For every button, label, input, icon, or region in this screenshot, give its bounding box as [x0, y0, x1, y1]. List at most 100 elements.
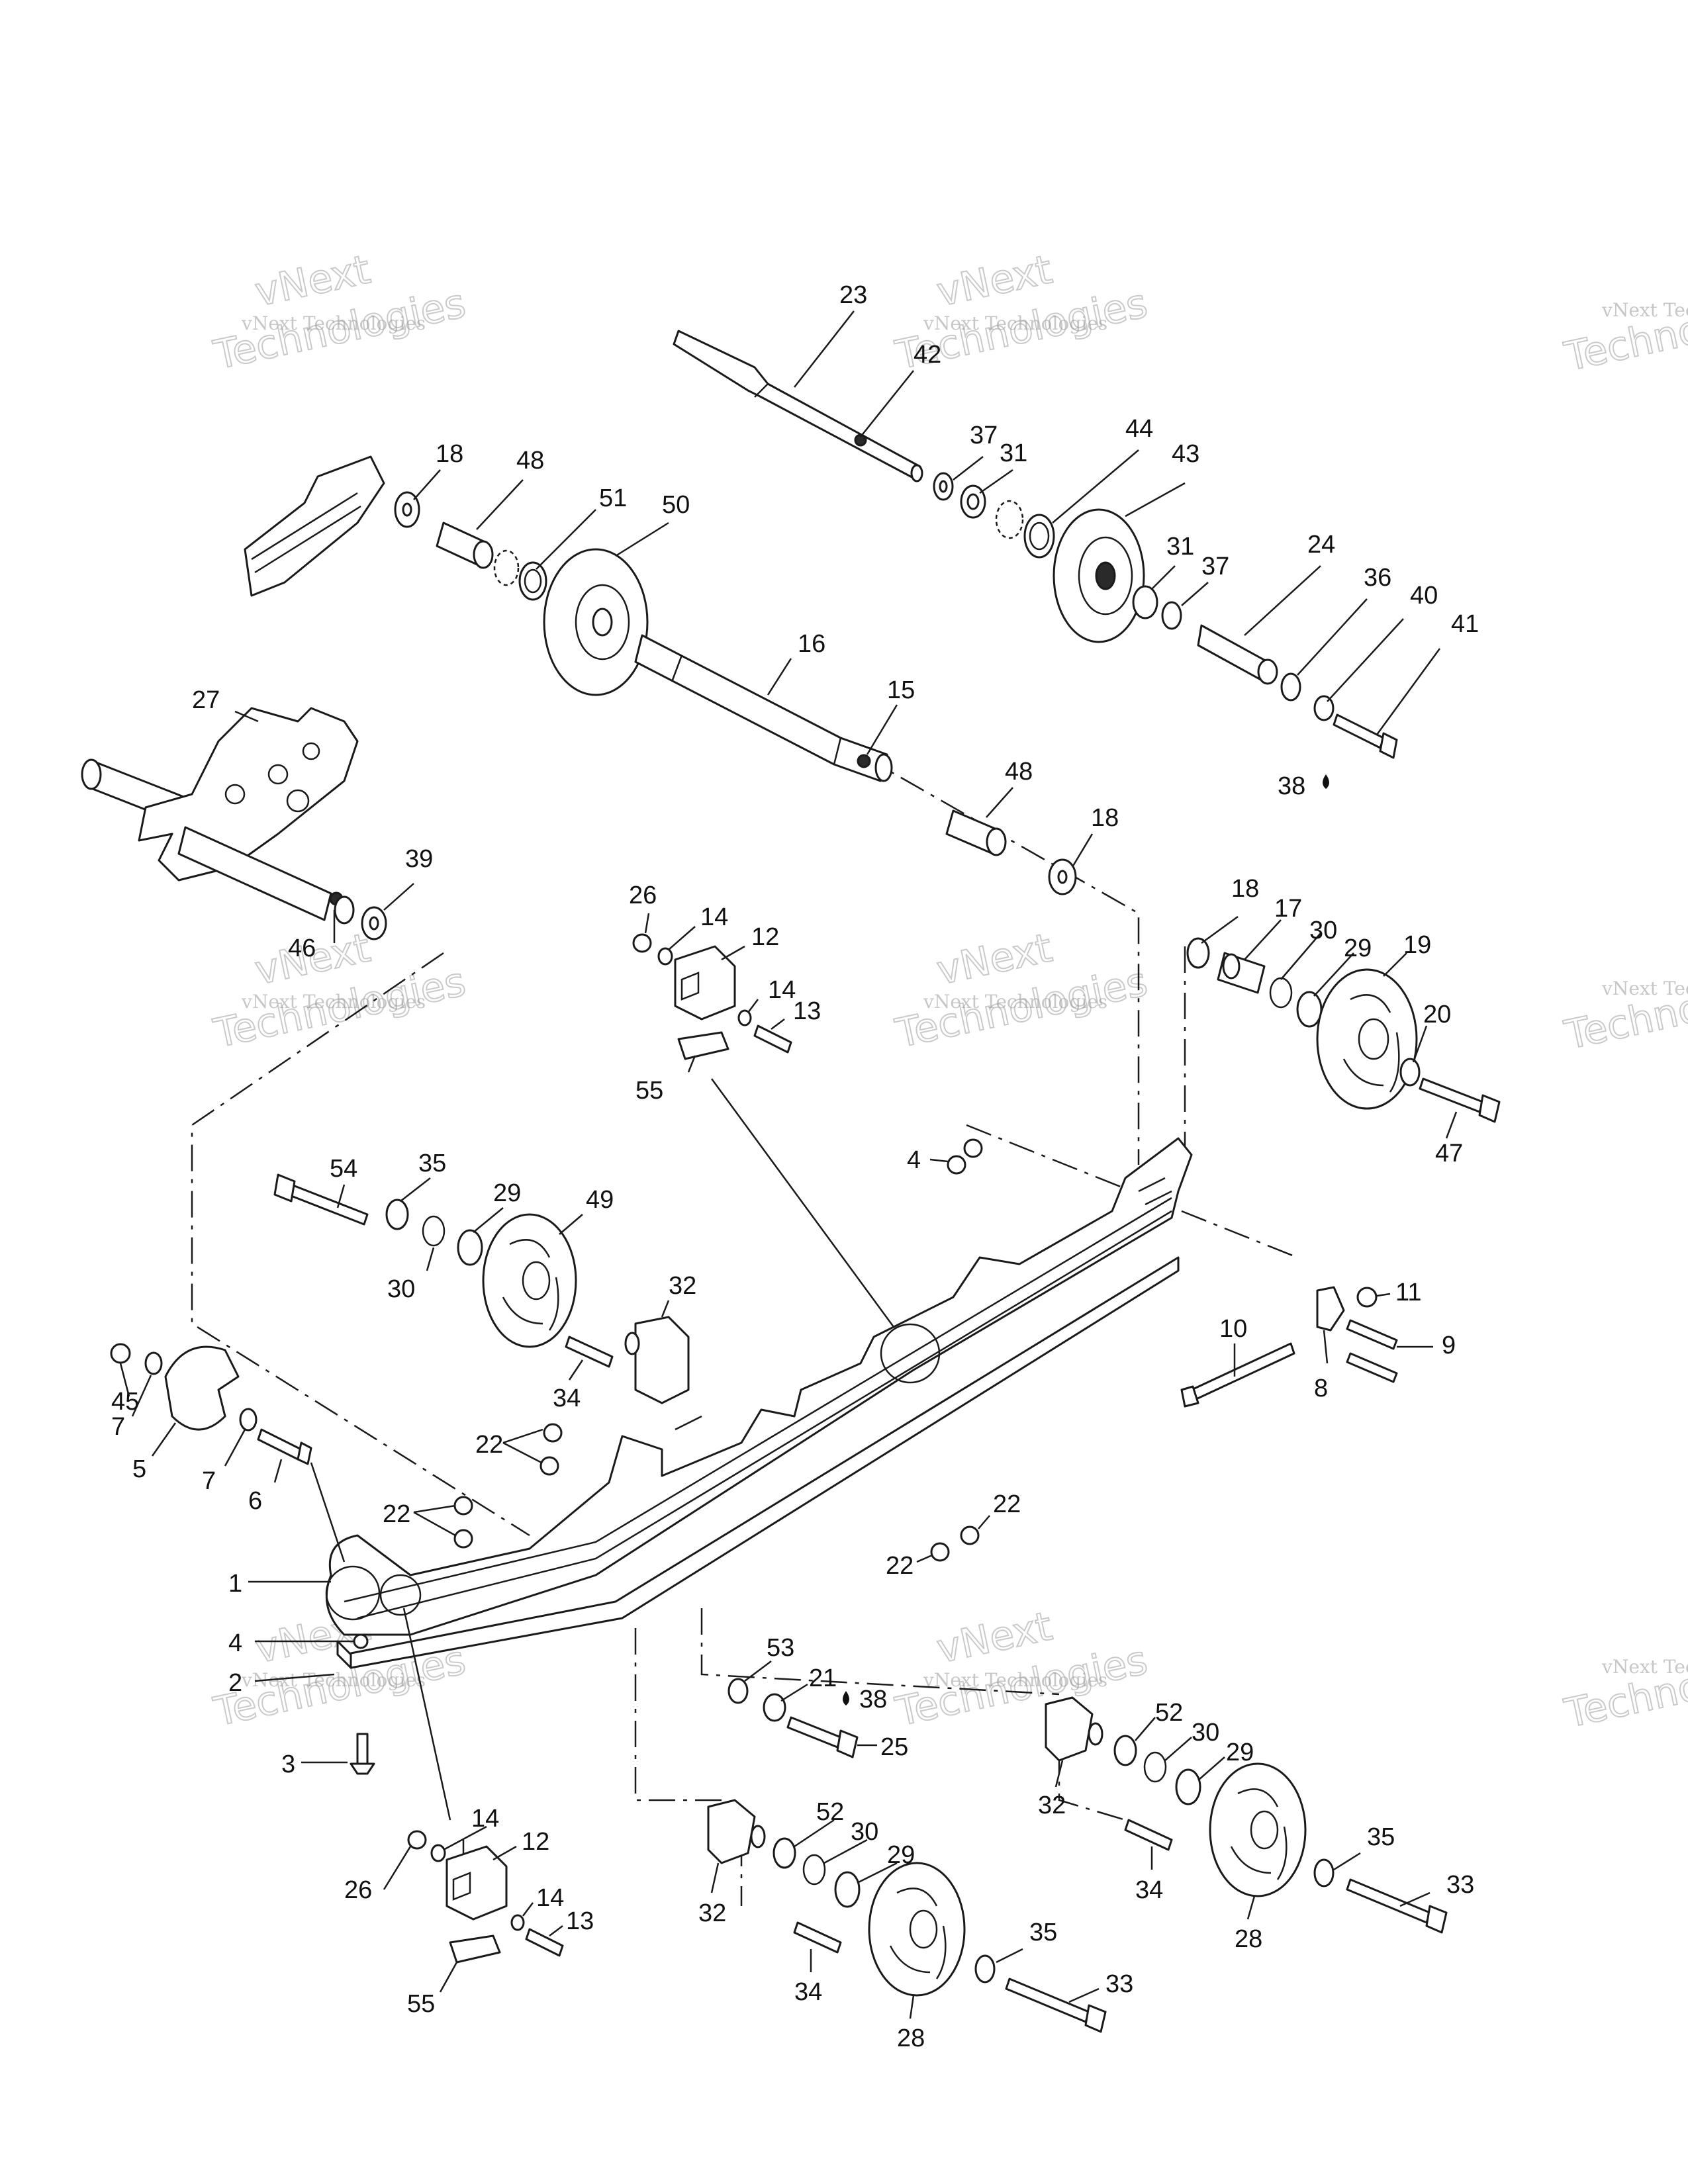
screw-head [350, 1762, 375, 1775]
upper-front-axle-assembly [244, 455, 1077, 895]
callout-26-b: 26 [344, 1876, 372, 1904]
callout-48: 48 [516, 447, 544, 475]
callout-13-b: 13 [566, 1907, 594, 1935]
callout-14-b: 14 [768, 976, 796, 1004]
callout-32-c: 32 [698, 1899, 726, 1927]
callout-34-b: 34 [1135, 1876, 1163, 1904]
retaining-ring [995, 500, 1024, 539]
washer-hole [1057, 870, 1068, 884]
rail-bracket [244, 455, 385, 597]
callout-35-b: 35 [1367, 1823, 1395, 1851]
wheel [868, 1862, 966, 1997]
bolt-head [1084, 2004, 1107, 2033]
nut [930, 1542, 950, 1562]
callout-33-b: 33 [1105, 1970, 1133, 1998]
callout-47: 47 [1435, 1140, 1463, 1167]
stopper [164, 1345, 240, 1431]
adjuster-bracket [1316, 1286, 1345, 1332]
watermark-sub-edge: Technologies [1561, 282, 1688, 381]
slider-block [674, 945, 736, 1021]
nut [539, 1456, 559, 1476]
watermark-text: vNext Technologies [923, 312, 1107, 334]
callout-29-d: 29 [887, 1841, 915, 1869]
stub-axle [750, 1825, 766, 1848]
callout-14-d: 14 [536, 1884, 564, 1912]
callout-9: 9 [1442, 1332, 1456, 1359]
bushing [1132, 585, 1158, 619]
slide-rail-body [325, 1137, 1193, 1636]
assembly-centerlines [191, 753, 1298, 1906]
wheel [1209, 1762, 1307, 1897]
nut [453, 1496, 473, 1516]
washer [974, 1954, 996, 1983]
slide-rail [325, 1137, 1193, 1669]
callout-22-d: 22 [886, 1552, 914, 1580]
callout-38-b: 38 [859, 1686, 887, 1713]
watermark-text-edge: vNext Technologies [1601, 1656, 1688, 1678]
wheel-hub [909, 1909, 938, 1949]
callout-7: 7 [111, 1413, 125, 1441]
adjuster-bolt [1190, 1342, 1295, 1401]
callout-52: 52 [1155, 1699, 1183, 1727]
callout-32: 32 [669, 1272, 696, 1300]
callout-25: 25 [880, 1733, 908, 1761]
bearing [1175, 1768, 1201, 1805]
callout-32-b: 32 [1038, 1792, 1066, 1819]
bearing [457, 1229, 483, 1266]
watermark-text: vNext Technologies [923, 1669, 1107, 1691]
cross-shaft-end [81, 758, 102, 790]
washer [727, 1678, 749, 1704]
callout-2: 2 [228, 1669, 242, 1697]
callout-22-c: 22 [993, 1490, 1021, 1518]
callout-20: 20 [1423, 1001, 1451, 1028]
callout-4-b: 4 [228, 1629, 242, 1657]
callout-10: 10 [1219, 1315, 1247, 1343]
spacer-tube [1197, 624, 1269, 683]
washer [1113, 1735, 1137, 1766]
nut [947, 1155, 966, 1175]
callout-26: 26 [629, 882, 657, 909]
bearing [1296, 991, 1323, 1028]
washer [510, 1914, 525, 1931]
callout-34: 34 [553, 1385, 581, 1412]
bearing [834, 1871, 861, 1908]
watermark-text-edge: vNext Technologies [1601, 299, 1688, 321]
washer [773, 1837, 796, 1869]
callout-18: 18 [436, 440, 463, 468]
axle-dot [857, 754, 871, 768]
rail-nuts [453, 1423, 980, 1562]
detail-circle [325, 1565, 381, 1621]
washer-hole [402, 502, 412, 517]
watermark-sub-edge: Technologies [1561, 960, 1688, 1059]
callout-numbers: 23 42 37 31 44 43 31 37 24 36 40 41 38 1… [111, 281, 1479, 2052]
idler-wheel-hub [1078, 536, 1133, 615]
callout-8: 8 [1314, 1375, 1328, 1402]
callout-30-b: 30 [387, 1275, 415, 1303]
washer [1280, 672, 1301, 702]
watermark: vNext Technologies [891, 1602, 1152, 1736]
callout-12: 12 [751, 923, 779, 951]
washer [1313, 1858, 1335, 1888]
callout-29: 29 [1344, 934, 1372, 962]
callout-28: 28 [1235, 1925, 1262, 1953]
callout-49: 49 [586, 1186, 614, 1214]
callout-51: 51 [599, 484, 627, 512]
bolt [793, 1921, 842, 1954]
bolt [1124, 1819, 1173, 1851]
callout-4: 4 [907, 1146, 921, 1174]
watermark: vNext Technologies [209, 246, 471, 379]
mid-wheel-assembly [273, 1173, 577, 1348]
bolt [1346, 1352, 1398, 1383]
retaining-ring [1269, 977, 1293, 1009]
cross-shaft-end [334, 895, 355, 925]
callout-6: 6 [248, 1487, 262, 1515]
callout-18-b: 18 [1091, 804, 1119, 832]
cross-shaft-assembly [81, 707, 387, 940]
callout-17: 17 [1274, 895, 1302, 923]
callout-35-c: 35 [1029, 1919, 1057, 1946]
callout-30: 30 [1309, 917, 1337, 944]
front-stopper-assembly [110, 1343, 312, 1465]
callout-42: 42 [914, 341, 941, 369]
stub-axle [624, 1332, 640, 1355]
bolt-head [1180, 1385, 1199, 1408]
